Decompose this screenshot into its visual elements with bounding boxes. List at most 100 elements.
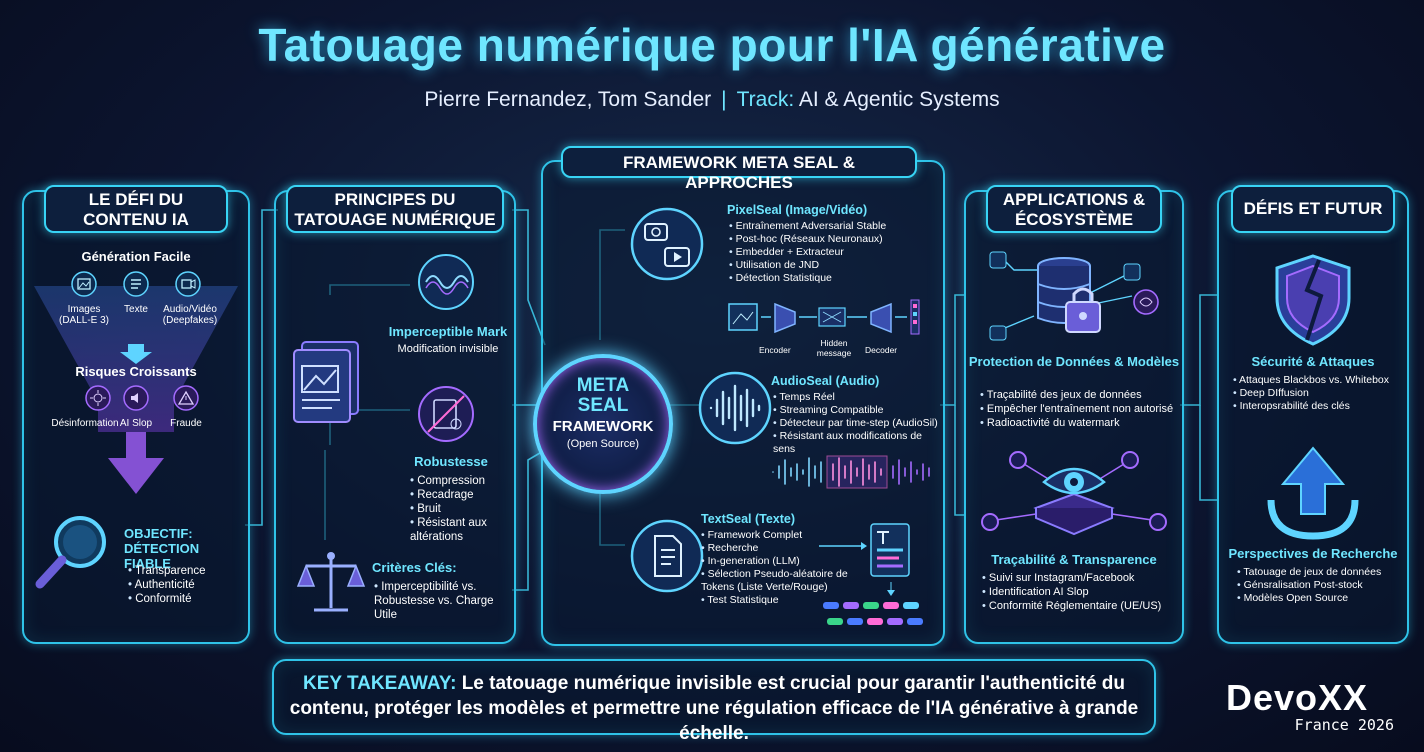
eye-network-icon xyxy=(981,451,1167,536)
protect-list: Traçabilité des jeux de données Empêcher… xyxy=(980,388,1180,430)
speaker-icon xyxy=(123,385,149,411)
soundwave-icon xyxy=(698,371,772,445)
protect-item: Empêcher l'entraînement non autorisé xyxy=(980,402,1180,416)
trace-item: Identification AI Slop xyxy=(982,585,1180,599)
audioseal-item: Temps Réel xyxy=(773,391,943,404)
database-lock-icon xyxy=(989,251,1159,341)
objective-item: Transparence xyxy=(128,564,206,578)
panel-futur: DÉFIS ET FUTUR Sécurité & Attaques Attaq… xyxy=(1217,185,1409,644)
risk-label-fraud: Fraude xyxy=(170,418,202,429)
risk-label-disinfo: Désinformation xyxy=(51,418,119,429)
security-item: Deep DIffusion xyxy=(1233,387,1405,400)
trace-list: Suivi sur Instagram/Facebook Identificat… xyxy=(982,571,1180,613)
key-takeaway-body: Le tatouage numérique invisible est cruc… xyxy=(289,673,1139,744)
video-icon xyxy=(175,271,201,297)
encoder-label: Encoder xyxy=(759,345,791,355)
panel-futur-header: DÉFIS ET FUTUR xyxy=(1231,185,1395,233)
meta-seal-hub: META SEAL FRAMEWORK (Open Source) xyxy=(533,354,673,494)
security-title: Sécurité & Attaques xyxy=(1251,354,1375,369)
security-item: Attaques Blackbos vs. Whitebox xyxy=(1233,374,1405,387)
risks-title: Risques Croissants xyxy=(75,364,197,379)
gen-item-video xyxy=(174,270,202,302)
magnifier-icon xyxy=(35,516,106,589)
protect-item: Traçabilité des jeux de données xyxy=(980,388,1180,402)
security-item: Interopsrabilité des clés xyxy=(1233,400,1405,413)
mark-desc: Modification invisible xyxy=(397,343,499,355)
panel-defi: LE DÉFI DU CONTENU IA Génération Facile … xyxy=(22,185,250,644)
textseal-item: In-generation (LLM) xyxy=(701,555,861,568)
objective-item: Authenticité xyxy=(128,578,206,592)
gen-label-images: Images (DALL-E 3) xyxy=(58,304,109,326)
gen-item-text xyxy=(122,270,150,302)
broken-shield-icon xyxy=(1275,254,1351,346)
risk-item-disinfo xyxy=(84,384,112,416)
audioseal-item: Streaming Compatible xyxy=(773,404,943,417)
text-document-icon xyxy=(630,519,704,593)
key-takeaway-label: KEY TAKEAWAY: xyxy=(302,673,457,694)
criteria-item: Imperceptibilité vs. Robustesse vs. Char… xyxy=(374,580,496,622)
subtitle: Pierre Fernandez, Tom Sander|Track: AI &… xyxy=(0,88,1424,112)
robust-list: Compression Recadrage Bruit Résistant au… xyxy=(410,474,510,544)
objective-item: Conformité xyxy=(128,592,206,606)
panel-principes: PRINCIPES DU TATOUAGE NUMÉRIQUE Impercep… xyxy=(274,185,516,644)
hub-line3: FRAMEWORK xyxy=(552,418,654,435)
panel-applications-header: APPLICATIONS & ÉCOSYSTÈME xyxy=(986,185,1162,233)
key-takeaway-text: KEY TAKEAWAY: Le tatouage numérique invi… xyxy=(274,671,1154,746)
brand-edition: France 2026 xyxy=(1294,716,1394,734)
security-list: Attaques Blackbos vs. Whitebox Deep DIff… xyxy=(1233,374,1405,413)
generation-title: Génération Facile xyxy=(81,249,191,264)
gen-label-text: Texte xyxy=(124,304,148,315)
textseal-item: Framework Complet xyxy=(701,529,861,542)
gen-item-images xyxy=(70,270,98,302)
brand-name: DevoXX xyxy=(1226,677,1369,718)
trace-title: Traçabilité & Transparence xyxy=(991,552,1157,567)
textseal-item: Sélection Pseudo-aléatoire de Tokens (Li… xyxy=(701,568,861,594)
research-list: Tatouage de jeux de données Génsralisati… xyxy=(1237,566,1405,605)
mark-title: Imperceptible Mark xyxy=(388,324,508,339)
criteria-title: Critères Clés: xyxy=(372,560,457,575)
key-takeaway-box: KEY TAKEAWAY: Le tatouage numérique invi… xyxy=(272,659,1156,744)
separator: | xyxy=(721,88,727,111)
warning-icon xyxy=(173,385,199,411)
devoxx-logo: DevoXX France 2026 xyxy=(1226,677,1406,735)
arrow-up-icon xyxy=(1267,446,1359,540)
image-icon xyxy=(71,271,97,297)
pixelseal-item: Utilisation de JND xyxy=(729,259,886,272)
audioseal-item: Résistant aux modifications de sens xyxy=(773,430,943,456)
audioseal-list: Temps Réel Streaming Compatible Détecteu… xyxy=(773,391,943,456)
textseal-item: Test Statistique xyxy=(701,594,861,607)
camera-video-icon xyxy=(630,207,704,281)
gen-label-video: Audio/Vidéo (Deepfakes) xyxy=(162,304,218,326)
panel-principes-header: PRINCIPES DU TATOUAGE NUMÉRIQUE xyxy=(286,185,504,233)
panel-framework: FRAMEWORK META SEAL & APPROCHES META SEA… xyxy=(533,146,945,646)
robust-title: Robustesse xyxy=(414,454,488,469)
risk-label-slop: AI Slop xyxy=(119,418,153,429)
hub-line2: SEAL xyxy=(577,395,629,416)
pixelseal-title: PixelSeal (Image/Vidéo) xyxy=(727,203,868,217)
authors: Pierre Fernandez, Tom Sander xyxy=(424,88,712,111)
trace-item: Suivi sur Instagram/Facebook xyxy=(982,571,1180,585)
balance-scale-icon xyxy=(296,552,366,612)
risk-item-slop xyxy=(122,384,150,416)
shield-stamp-icon xyxy=(418,386,474,442)
textseal-list: Framework Complet Recherche In-generatio… xyxy=(701,529,861,607)
pixelseal-item: Détection Statistique xyxy=(729,272,886,285)
robust-item: Recadrage xyxy=(410,488,510,502)
protect-title: Protection de Données & Modèles xyxy=(968,354,1180,369)
disinformation-icon xyxy=(85,385,111,411)
panel-applications: APPLICATIONS & ÉCOSYSTÈME Protection de … xyxy=(964,185,1184,644)
audio-waveform xyxy=(772,455,930,489)
text-icon xyxy=(123,271,149,297)
document-icon xyxy=(293,341,359,423)
research-item: Modèles Open Source xyxy=(1237,592,1405,605)
wave-icon xyxy=(418,254,474,310)
pixelseal-list: Entraînement Adversarial Stable Post-hoc… xyxy=(729,220,887,285)
encoder-decoder-diagram xyxy=(728,299,920,335)
funnel-graphic xyxy=(34,286,238,494)
pixelseal-item: Entraînement Adversarial Stable xyxy=(729,220,887,233)
research-item: Génsralisation Post-stock xyxy=(1237,579,1405,592)
hidden-label: Hidden message xyxy=(816,338,852,358)
criteria-list: Imperceptibilité vs. Robustesse vs. Char… xyxy=(374,580,496,622)
protect-item: Radioactivité du watermark xyxy=(980,416,1180,430)
page-title: Tatouage numérique pour l'IA générative xyxy=(258,19,1166,71)
